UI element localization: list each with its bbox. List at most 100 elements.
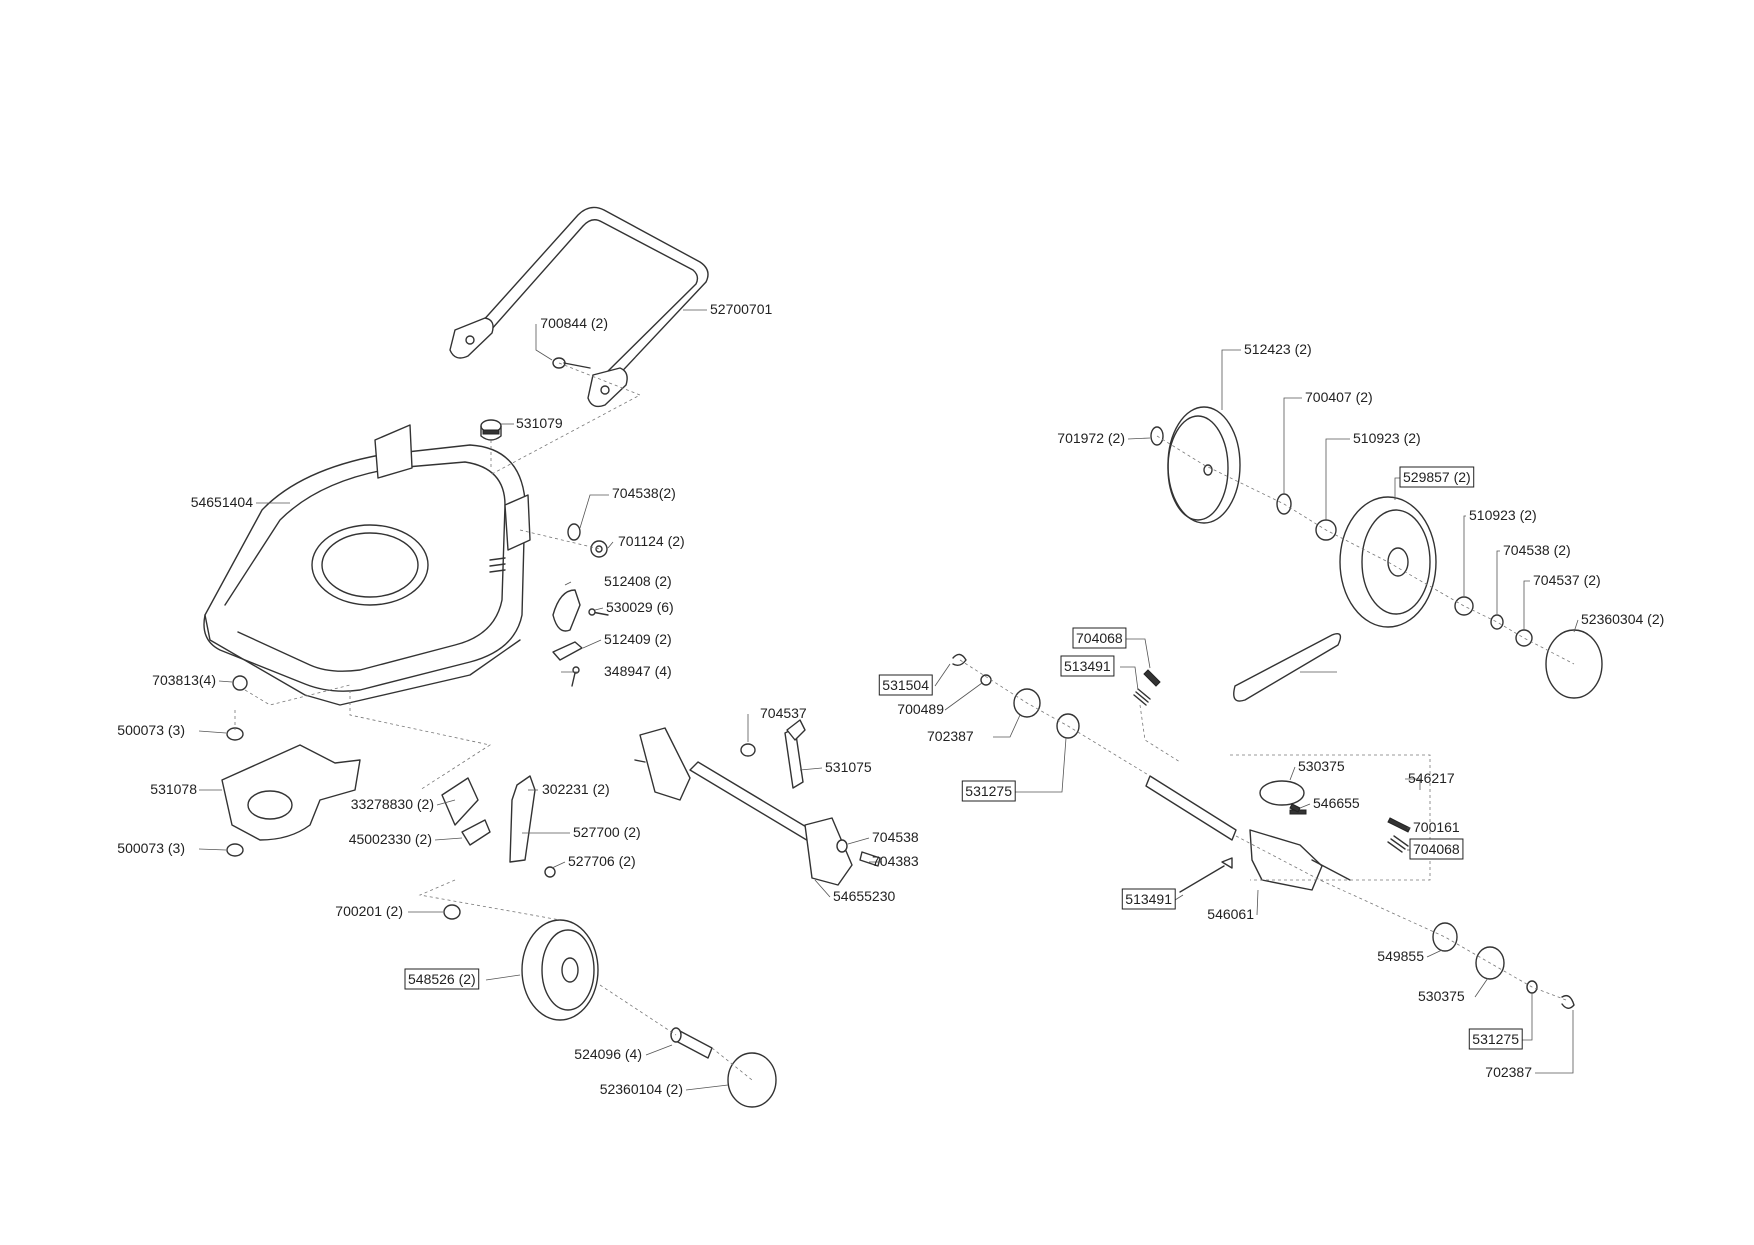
part-callout: 531504 [878, 674, 933, 696]
part-callout: 704538 (2) [1503, 542, 1571, 558]
part-callout: 701972 (2) [1057, 430, 1125, 446]
part-number-label: 500073 (3) [117, 722, 185, 738]
part-number-label: 704537 [760, 705, 807, 721]
nut-500073-drawing [226, 727, 244, 857]
part-number-label: 700844 (2) [540, 315, 608, 331]
part-callout: 33278830 (2) [351, 796, 434, 812]
bolt-524096-drawing [670, 1027, 713, 1059]
part-callout: 531275 [961, 780, 1016, 802]
part-callout: 704537 [760, 705, 807, 721]
part-callout: 700844 (2) [540, 315, 608, 331]
part-number-label: 527706 (2) [568, 853, 636, 869]
gearbox-546655-drawing [1145, 775, 1351, 891]
part-number-label: 52360104 (2) [600, 1081, 683, 1097]
part-number-label: 700407 (2) [1305, 389, 1373, 405]
part-number-label: 531078 [150, 781, 197, 797]
part-callout: 54651404 [191, 494, 254, 510]
part-number-label: 531275 [965, 783, 1012, 799]
boxed-callout-frame [1121, 888, 1176, 910]
handle-bar-drawing [449, 206, 709, 408]
part-number-label: 52360304 (2) [1581, 611, 1664, 627]
part-number-label: 704538 [872, 829, 919, 845]
part-number-label: 52700701 [710, 301, 773, 317]
part-number-label: 702387 [927, 728, 974, 744]
part-callout: 701124 (2) [618, 533, 685, 549]
part-number-label: 700201 (2) [335, 903, 403, 919]
spring-right-drawing [1387, 817, 1411, 853]
part-number-label: 33278830 (2) [351, 796, 434, 812]
washer-bolt-704538-drawing [836, 839, 881, 867]
part-callout: 704538 [872, 829, 919, 845]
boxed-callout-frame [404, 968, 480, 990]
belt-531504-drawing [1233, 633, 1342, 702]
part-callout: 702387 [1485, 1064, 1532, 1080]
part-callout: 704538(2) [612, 485, 676, 501]
boxed-callout-frame [1468, 1028, 1523, 1050]
part-number-label: 701972 (2) [1057, 430, 1125, 446]
assembly-lines [234, 362, 1575, 1081]
part-callout: 52360104 (2) [600, 1081, 683, 1097]
washer-nut-right-drawing [1490, 614, 1533, 647]
part-number-label: 530029 (6) [606, 599, 674, 615]
part-callout: 703813(4) [152, 672, 216, 688]
part-number-label: 531504 [882, 677, 929, 693]
part-number-label: 531079 [516, 415, 563, 431]
washer-nut-deck-drawing [567, 523, 608, 558]
part-number-label: 513491 [1064, 658, 1111, 674]
height-adjuster-set-drawing [441, 775, 556, 878]
part-number-label: 548526 (2) [408, 971, 476, 987]
part-number-label: 530375 [1418, 988, 1465, 1004]
part-number-label: 510923 (2) [1469, 507, 1537, 523]
part-number-label: 546217 [1408, 770, 1455, 786]
part-callout: 704383 [872, 853, 919, 869]
part-callout: 700407 (2) [1305, 389, 1373, 405]
part-number-label: 524096 (4) [574, 1046, 642, 1062]
part-callout: 704068 [1409, 838, 1464, 860]
part-callout: 530375 [1418, 988, 1465, 1004]
axle-bracket-54655230-drawing [634, 727, 853, 886]
height-adjust-parts-drawing [552, 589, 609, 687]
rear-wheel-529857-drawing [1339, 496, 1437, 628]
front-wheel-548526-drawing [521, 919, 599, 1021]
boxed-callout-frame [1072, 627, 1127, 649]
pin-700161-drawing [1289, 803, 1301, 813]
part-callout: 52360304 (2) [1581, 611, 1664, 627]
part-callout: 513491 [1060, 655, 1115, 677]
part-number-label: 700489 [0, 0, 47, 3]
gear-531275-left-drawing [1013, 688, 1080, 739]
part-number-label: 703813(4) [152, 672, 216, 688]
part-callout: 348947 (4) [604, 663, 672, 679]
nut-703813-drawing [232, 675, 248, 691]
part-callout: 548526 (2) [404, 968, 480, 990]
nut-700201-drawing [443, 904, 461, 920]
part-callout: 531078 [150, 781, 197, 797]
clip-washer-left-drawing [952, 653, 992, 686]
part-number-label: 531275 [1472, 1031, 1519, 1047]
mulch-plate-531078-drawing [221, 744, 361, 841]
part-callout: 500073 (3) [117, 722, 185, 738]
part-number-label: 704068 [1076, 630, 1123, 646]
part-number-label: 348947 (4) [604, 663, 672, 679]
part-callout: 524096 (4) [574, 1046, 642, 1062]
part-number-label: 704538 (2) [1503, 542, 1571, 558]
part-callout: 546655 [1313, 795, 1360, 811]
bolt-700844-drawing [552, 357, 591, 369]
part-callout: 510923 (2) [1353, 430, 1421, 446]
part-number-label: 546061 [1207, 906, 1254, 922]
part-callout: 704068 [1072, 627, 1127, 649]
part-number-label: 513491 [1125, 891, 1172, 907]
part-number-label: 700161 [1413, 819, 1460, 835]
part-callout: 700161 [1413, 819, 1460, 835]
part-number-label: 54655230 [833, 888, 896, 904]
part-callout: 700489 [0, 0, 47, 3]
part-callout: 531075 [825, 759, 872, 775]
part-number-label: 702387 [1485, 1064, 1532, 1080]
part-number-label: 512423 (2) [1244, 341, 1312, 357]
part-callout: 529857 (2) [1399, 466, 1475, 488]
boxed-callout-frame [878, 674, 933, 696]
part-callout: 52700701 [710, 301, 773, 317]
part-number-label: 54651404 [191, 494, 254, 510]
callout-labels: 52700701 700844 (2) 531079 54651404 704538(2… [0, 0, 1664, 1097]
